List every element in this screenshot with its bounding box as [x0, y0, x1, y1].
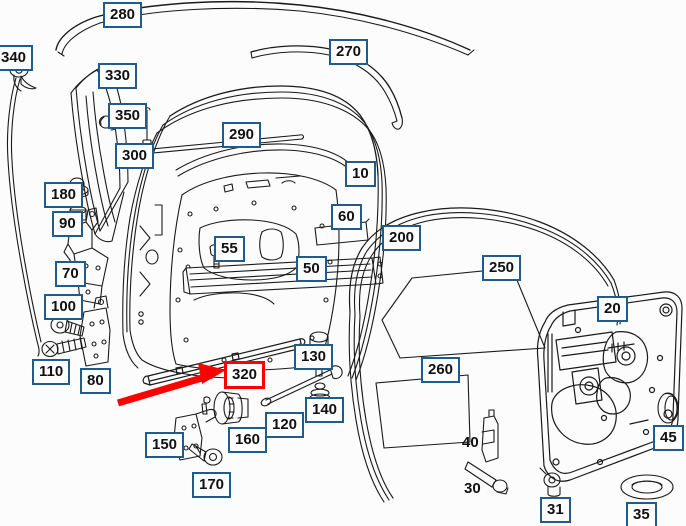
part-callout-150[interactable]: 150 — [145, 432, 185, 458]
part-callout-270[interactable]: 270 — [329, 39, 369, 65]
part-callout-31[interactable]: 31 — [540, 497, 571, 523]
part-callout-90[interactable]: 90 — [52, 211, 83, 237]
part-callout-200[interactable]: 200 — [382, 225, 422, 251]
part-callout-30[interactable]: 30 — [464, 480, 481, 497]
part-callout-300[interactable]: 300 — [115, 143, 155, 169]
part-callout-340[interactable]: 340 — [0, 45, 34, 71]
part-callout-160[interactable]: 160 — [228, 427, 268, 453]
part-callout-120[interactable]: 120 — [265, 412, 305, 438]
part-callout-290[interactable]: 290 — [222, 122, 262, 148]
part-callout-10[interactable]: 10 — [345, 161, 376, 187]
part-callout-140[interactable]: 140 — [305, 397, 345, 423]
part-callout-320[interactable]: 320 — [224, 361, 266, 389]
part-callout-350[interactable]: 350 — [108, 103, 148, 129]
part-callout-80[interactable]: 80 — [80, 368, 111, 394]
part-callout-330[interactable]: 330 — [98, 63, 138, 89]
part-callout-130[interactable]: 130 — [294, 344, 334, 370]
part-callout-70[interactable]: 70 — [55, 261, 86, 287]
part-callout-35[interactable]: 35 — [626, 502, 657, 526]
part-callout-280[interactable]: 280 — [103, 2, 143, 28]
part-callout-40[interactable]: 40 — [462, 434, 479, 451]
part-callout-50[interactable]: 50 — [296, 256, 327, 282]
part-callout-260[interactable]: 260 — [421, 357, 461, 383]
part-callout-250[interactable]: 250 — [482, 255, 522, 281]
part-callout-100[interactable]: 100 — [44, 294, 84, 320]
part-callout-55[interactable]: 55 — [214, 236, 245, 262]
part-callout-45[interactable]: 45 — [653, 425, 684, 451]
part-callout-170[interactable]: 170 — [192, 472, 232, 498]
part-callout-180[interactable]: 180 — [44, 182, 84, 208]
part-callout-60[interactable]: 60 — [331, 204, 362, 230]
part-callout-20[interactable]: 20 — [597, 296, 628, 322]
part-callout-110[interactable]: 110 — [32, 359, 71, 385]
